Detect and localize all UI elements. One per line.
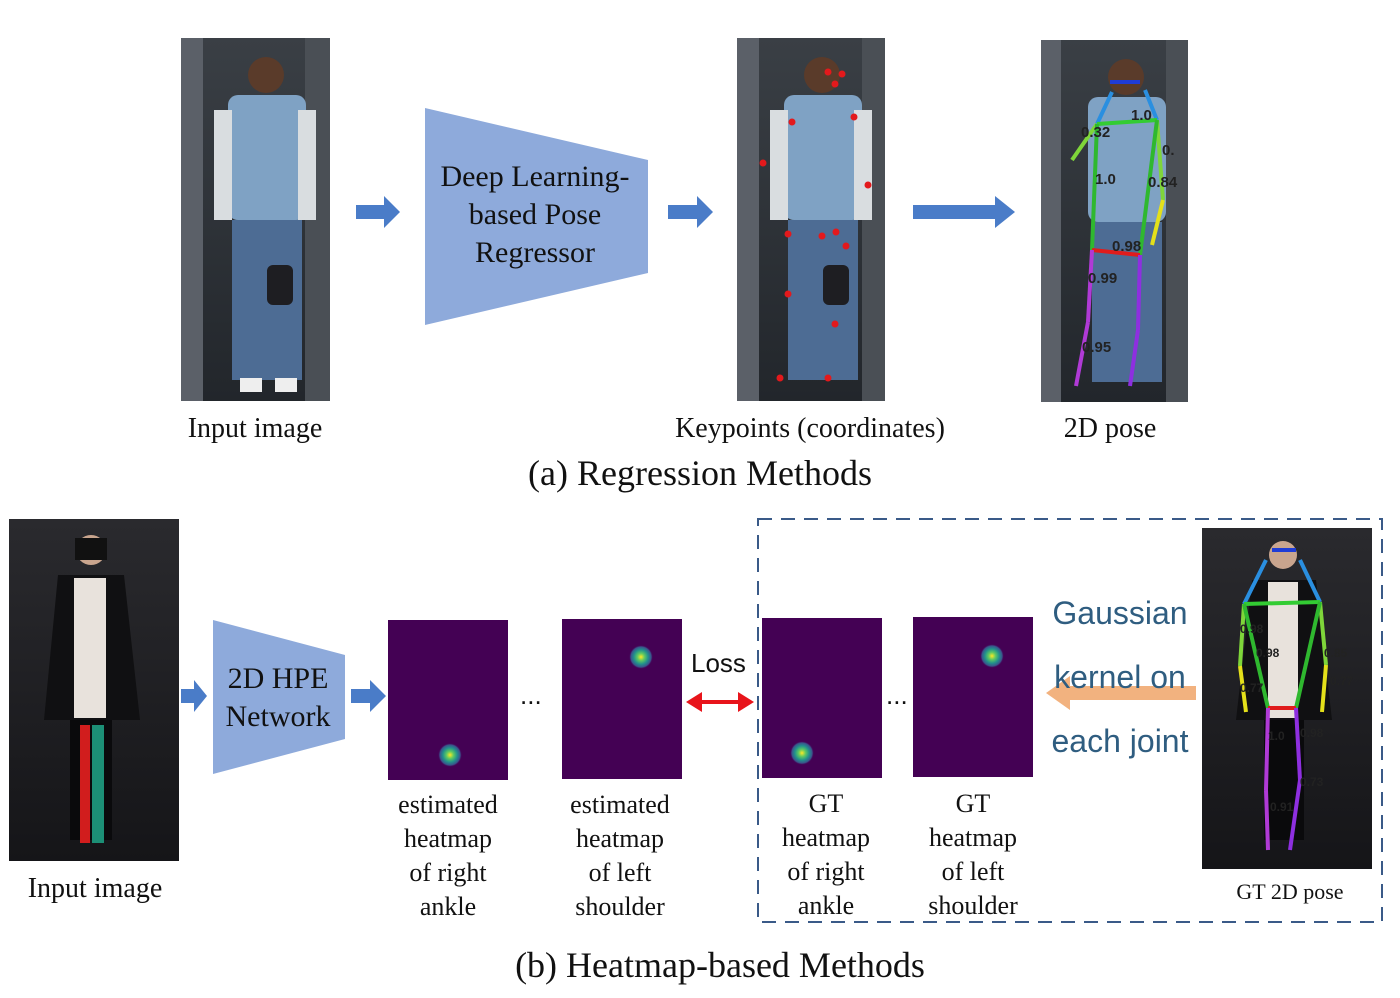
pose-regressor-line: Deep Learning- [440, 160, 630, 193]
pose-score: 0.84 [1148, 174, 1178, 191]
heatmap-caption-line: GT [955, 789, 991, 818]
pose-label: 2D pose [1063, 413, 1157, 444]
gt-pose-score: 0.98 [1300, 726, 1324, 740]
regression-input-photo [181, 38, 330, 401]
heatmap-caption-line: of left [588, 858, 652, 887]
arrow-input-to-regressor [356, 196, 400, 228]
heatmap-estimated-left-shoulder [562, 619, 682, 779]
heatmap-caption-line: ankle [797, 891, 855, 920]
heatmap-caption: (b) Heatmap-based Methods [515, 945, 925, 985]
hpe-network-line: Network [225, 700, 331, 733]
arrow-input-to-network [181, 680, 207, 712]
gt-pose-score: 0.77 [1330, 674, 1354, 688]
pose-score: 0.99 [1088, 270, 1118, 287]
regression-caption: (a) Regression Methods [528, 453, 872, 493]
gt-pose-label: GT 2D pose [1236, 879, 1344, 904]
heatmap-caption-line: shoulder [575, 892, 665, 921]
heatmap-caption-estimated-left-shoulder: estimated heatmap of left shoulder [550, 788, 690, 924]
gt-pose-score: 0.98 [1256, 646, 1280, 660]
pose-photo [1041, 40, 1188, 402]
pose-regressor-line: based Pose [468, 198, 602, 231]
pose-score: 1.0 [1095, 171, 1116, 188]
ellipsis-gt: ... [886, 680, 908, 710]
pose-regressor-line: Regressor [475, 236, 595, 269]
heatmap-peak [980, 644, 1004, 668]
loss-double-arrow [686, 692, 754, 712]
heatmap-caption-line: GT [808, 789, 844, 818]
hpe-network-line: 2D HPE [227, 662, 329, 695]
pose-score: 0. [1162, 142, 1175, 159]
gt-pose-score: 0.91 [1270, 800, 1294, 814]
heatmap-caption-line: heatmap [575, 824, 665, 853]
loss-label: Loss [691, 648, 746, 678]
arrow-keypoints-to-pose [913, 196, 1015, 228]
ground-truth-dashed-box [757, 518, 1383, 923]
heatmap-caption-line: estimated [570, 790, 670, 819]
pose-score: 0.32 [1081, 124, 1111, 141]
gt-pose-score: 1.0 [1268, 729, 1285, 743]
heatmap-peak [629, 645, 653, 669]
gaussian-kernel-label: Gaussian kernel on each joint [1035, 581, 1205, 773]
pose-score: 0.95 [1082, 339, 1112, 356]
arrow-network-to-heatmap [351, 680, 386, 712]
pose-regressor-shape [425, 108, 648, 325]
heatmap-caption-line: heatmap [928, 823, 1018, 852]
hpe-network-label: 2D HPE Network [213, 660, 343, 736]
heatmap-caption-line: ankle [419, 892, 477, 921]
heatmap-peak [790, 741, 814, 765]
arrow-regressor-to-keypoints [668, 196, 713, 228]
pose-regressor-label: Deep Learning- based Pose Regressor [425, 158, 645, 272]
heatmap-caption-line: heatmap [781, 823, 871, 852]
gt-pose-score: 0.98 [1240, 622, 1264, 636]
heatmap-peak [438, 743, 462, 767]
gaussian-kernel-line: kernel on [1054, 659, 1186, 695]
heatmap-caption-line: estimated [398, 790, 498, 819]
gaussian-kernel-arrow [1046, 676, 1196, 710]
ellipsis-estimated: ... [520, 680, 542, 710]
gt-pose-score: 0.77 [1240, 681, 1264, 695]
heatmap-caption-line: of right [787, 857, 865, 886]
heatmap-caption-gt-right-ankle: GT heatmap of right ankle [756, 787, 896, 923]
heatmap-input-label: Input image [27, 873, 163, 904]
gt-pose-photo [1202, 528, 1372, 869]
keypoints-photo [737, 38, 885, 401]
pose-score: 0.98 [1112, 238, 1142, 255]
keypoints-label: Keypoints (coordinates) [675, 413, 945, 444]
gaussian-kernel-line: Gaussian [1052, 595, 1188, 631]
gt-pose-score: 0.73 [1300, 775, 1324, 789]
heatmap-caption-estimated-right-ankle: estimated heatmap of right ankle [378, 788, 518, 924]
gaussian-kernel-line: each joint [1051, 723, 1189, 759]
heatmap-caption-gt-left-shoulder: GT heatmap of left shoulder [903, 787, 1043, 923]
gt-pose-score: 0.85 [1324, 646, 1348, 660]
heatmap-input-photo [9, 519, 179, 861]
heatmap-gt-right-ankle [762, 618, 882, 778]
heatmap-caption-line: of left [941, 857, 1005, 886]
hpe-network-shape [213, 620, 345, 774]
heatmap-caption-line: of right [409, 858, 487, 887]
heatmap-caption-line: shoulder [928, 891, 1018, 920]
heatmap-gt-left-shoulder [913, 617, 1033, 777]
heatmap-caption-line: heatmap [403, 824, 493, 853]
pose-score: 1.0 [1131, 107, 1152, 124]
regression-input-label: Input image [187, 413, 323, 444]
